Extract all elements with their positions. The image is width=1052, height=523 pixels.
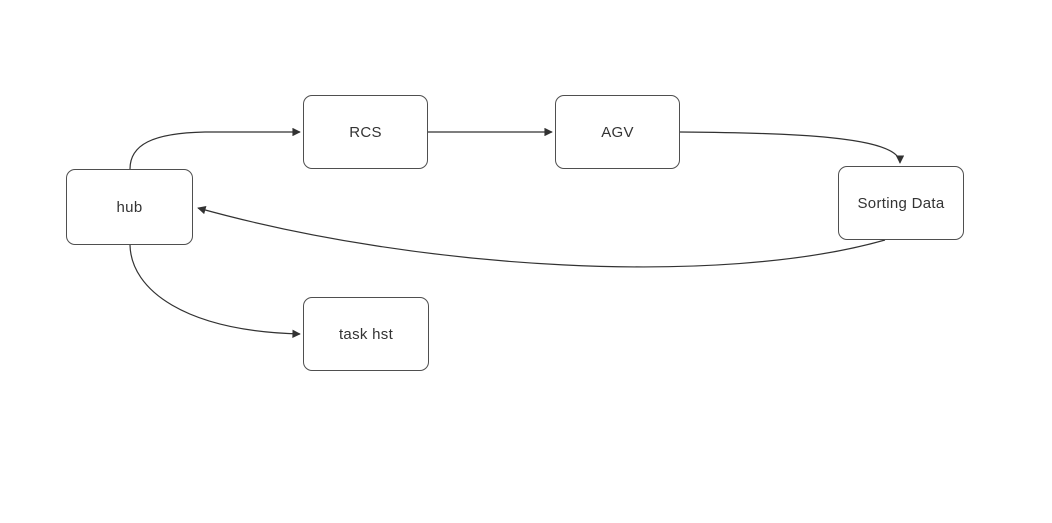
- edge-agv-to-sorting-data[interactable]: [679, 131, 905, 164]
- edge-hub-to-rcs[interactable]: [129, 127, 301, 170]
- node-agv-label: AGV: [601, 123, 634, 141]
- node-rcs-label: RCS: [349, 123, 382, 141]
- node-hub[interactable]: hub: [66, 169, 193, 245]
- node-sorting-data-label: Sorting Data: [857, 194, 945, 212]
- node-hub-label: hub: [116, 198, 143, 216]
- node-task-hst-label: task hst: [338, 325, 394, 343]
- edge-sorting-data-to-hub[interactable]: [197, 205, 886, 268]
- node-agv[interactable]: AGV: [555, 95, 680, 169]
- node-sorting-data[interactable]: Sorting Data: [838, 166, 964, 240]
- node-task-hst[interactable]: task hst: [303, 297, 429, 371]
- edge-hub-to-task-hst[interactable]: [129, 244, 301, 338]
- node-rcs[interactable]: RCS: [303, 95, 428, 169]
